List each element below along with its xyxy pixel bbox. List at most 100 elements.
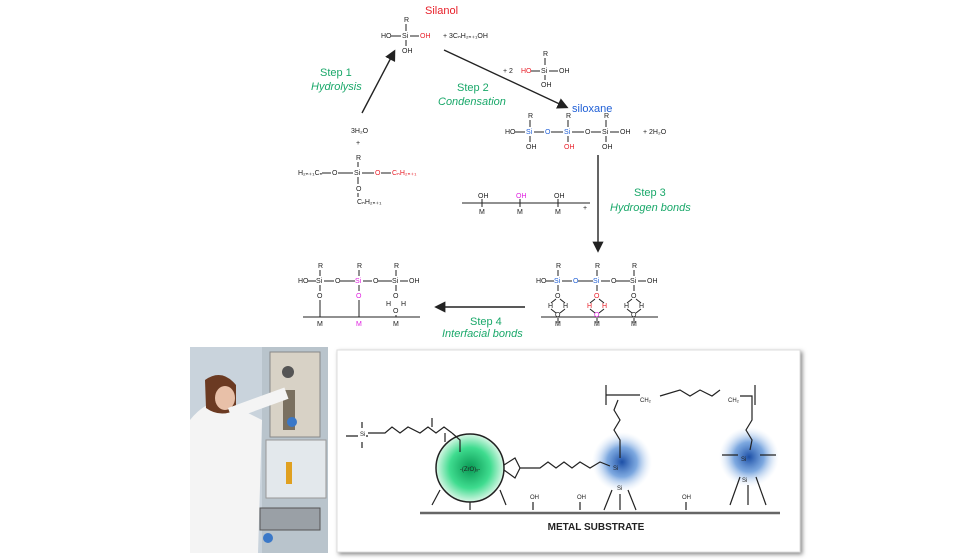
alkoxysilane-molecule: 3H₂O + R H₂ₙ₊₁Cₙ O Si O CₙH₂ₙ₊₁ O CₙH₂ₙ₊… xyxy=(298,128,417,206)
svg-text:O: O xyxy=(555,312,561,319)
svg-text:M: M xyxy=(317,321,323,328)
svg-text:HO: HO xyxy=(505,129,516,136)
svg-text:R: R xyxy=(604,113,609,120)
particle-label: -(ZrO)ₓ- xyxy=(460,467,480,473)
svg-text:OH: OH xyxy=(602,144,613,151)
svg-text:H: H xyxy=(639,303,644,310)
siloxane-molecule: R R R HO Si O Si O Si OH + 2H₂O OH OH OH xyxy=(505,113,667,151)
svg-text:H₂ₙ₊₁Cₙ: H₂ₙ₊₁Cₙ xyxy=(298,170,323,177)
svg-text:O: O xyxy=(356,186,362,193)
svg-text:H: H xyxy=(386,301,391,308)
svg-text:Si: Si xyxy=(402,33,409,40)
svg-text:HO: HO xyxy=(521,68,532,75)
svg-text:H: H xyxy=(602,303,607,310)
hybrid-coating-diagram: -(ZrO)ₓ- METAL SUBSTRATE OH OH OH Si Si … xyxy=(336,349,801,553)
svg-text:OH: OH xyxy=(530,495,539,501)
svg-text:CₙH₂ₙ₊₁: CₙH₂ₙ₊₁ xyxy=(392,170,417,177)
svg-text:OH: OH xyxy=(541,82,552,89)
svg-text:O: O xyxy=(393,293,399,300)
svg-text:OH: OH xyxy=(409,278,420,285)
svg-text:+: + xyxy=(356,140,360,147)
svg-text:R: R xyxy=(528,113,533,120)
svg-text:M: M xyxy=(479,209,485,216)
svg-text:Si: Si xyxy=(617,486,622,492)
svg-text:R: R xyxy=(356,155,361,162)
svg-text:Si: Si xyxy=(316,278,323,285)
silanol-label: Silanol xyxy=(425,5,458,17)
svg-text:OH: OH xyxy=(478,193,489,200)
svg-text:M: M xyxy=(631,321,637,328)
svg-text:OH: OH xyxy=(516,193,527,200)
svg-text:R: R xyxy=(632,263,637,270)
svg-text:M: M xyxy=(555,209,561,216)
svg-text:HO: HO xyxy=(298,278,309,285)
svg-text:Si: Si xyxy=(354,170,361,177)
svg-text:M: M xyxy=(356,321,362,328)
svg-text:Si: Si xyxy=(554,278,561,285)
svg-text:OH: OH xyxy=(564,144,575,151)
alcohol-byproduct: + 3CₙH₂ₙ₊₁OH xyxy=(443,33,488,40)
svg-text:+: + xyxy=(583,205,587,212)
svg-text:Si: Si xyxy=(526,129,533,136)
svg-text:M: M xyxy=(555,321,561,328)
svg-text:O: O xyxy=(375,170,381,177)
svg-text:O: O xyxy=(594,293,600,300)
svg-text:OH: OH xyxy=(402,48,413,55)
siloxane-label: siloxane xyxy=(572,103,612,115)
svg-text:Si: Si xyxy=(360,432,365,438)
step4-name: Interfacial bonds xyxy=(442,328,523,340)
svg-text:Si: Si xyxy=(355,278,362,285)
svg-text:R: R xyxy=(595,263,600,270)
svg-text:OH: OH xyxy=(647,278,658,285)
svg-text:Si: Si xyxy=(392,278,399,285)
svg-text:R: R xyxy=(404,17,409,24)
svg-text:OH: OH xyxy=(577,495,586,501)
svg-text:OH: OH xyxy=(420,33,431,40)
svg-text:OH: OH xyxy=(559,68,570,75)
svg-text:Si: Si xyxy=(541,68,548,75)
svg-text:OH: OH xyxy=(620,129,631,136)
step1-name: Hydrolysis xyxy=(311,81,362,93)
svg-text:Si: Si xyxy=(564,129,571,136)
svg-text:Si: Si xyxy=(613,466,618,472)
svg-text:M: M xyxy=(517,209,523,216)
svg-text:R: R xyxy=(394,263,399,270)
step3-name: Hydrogen bonds xyxy=(610,202,691,214)
svg-text:M: M xyxy=(594,321,600,328)
hydroxylated-metal-surface: OH M OH M OH M + xyxy=(462,193,590,216)
svg-text:O: O xyxy=(317,293,323,300)
svg-text:O: O xyxy=(335,278,341,285)
svg-text:+ 2: + 2 xyxy=(503,68,513,75)
step2-arrow xyxy=(443,49,569,109)
svg-text:R: R xyxy=(543,51,548,58)
svg-text:HO: HO xyxy=(536,278,547,285)
svg-text:O: O xyxy=(631,312,637,319)
svg-text:O: O xyxy=(585,129,591,136)
svg-text:H: H xyxy=(587,303,592,310)
svg-text:CH₂: CH₂ xyxy=(640,398,652,404)
step1-title: Step 1 xyxy=(320,67,352,79)
svg-text:O: O xyxy=(332,170,338,177)
svg-text:H: H xyxy=(401,301,406,308)
svg-text:Si: Si xyxy=(741,457,746,463)
svg-text:O: O xyxy=(631,293,637,300)
svg-text:R: R xyxy=(556,263,561,270)
svg-text:HO: HO xyxy=(381,33,392,40)
silanol-reagent: + 2 R HO Si OH OH xyxy=(503,51,570,89)
svg-text:O: O xyxy=(573,278,579,285)
siloxane-network-glow xyxy=(592,432,652,492)
svg-text:Si: Si xyxy=(742,478,747,484)
substrate-label: METAL SUBSTRATE xyxy=(548,522,645,533)
step2-name: Condensation xyxy=(438,96,506,108)
svg-text:H: H xyxy=(624,303,629,310)
svg-text:CₙH₂ₙ₊₁: CₙH₂ₙ₊₁ xyxy=(357,199,382,206)
svg-text:OH: OH xyxy=(682,495,691,501)
svg-text:O: O xyxy=(545,129,551,136)
svg-text:M: M xyxy=(393,321,399,328)
svg-text:O: O xyxy=(594,312,600,319)
step1-arrow xyxy=(361,49,396,114)
svg-text:O: O xyxy=(373,278,379,285)
svg-text:O: O xyxy=(611,278,617,285)
svg-text:OH: OH xyxy=(554,193,565,200)
